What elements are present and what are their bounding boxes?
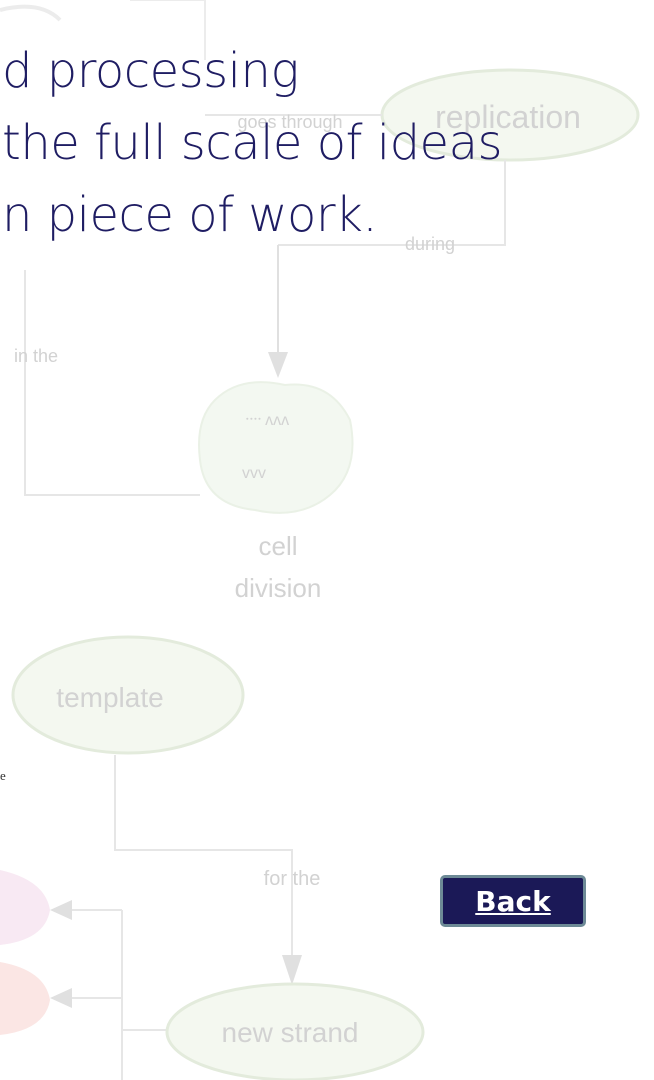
headline-line-3: n piece of work.	[2, 187, 378, 243]
new-strand-label: new strand	[222, 1017, 359, 1048]
back-button[interactable]: Back	[440, 875, 586, 927]
intro-headline: d processing the full scale of ideas n p…	[0, 40, 654, 270]
template-label: template	[56, 682, 163, 713]
for-the-label: for the	[264, 868, 321, 890]
truncated-text-fragment: e	[0, 768, 6, 783]
during-label: during	[405, 234, 455, 254]
replication-label: replication	[435, 99, 581, 135]
svg-text:᠁ ʌʌʌ: ᠁ ʌʌʌ	[242, 412, 289, 429]
headline-line-1: d processing	[2, 43, 299, 99]
in-the-label: in the	[14, 346, 58, 366]
headline-line-2: the full scale of ideas	[2, 115, 503, 171]
division-label: division	[235, 573, 322, 603]
back-button-label: Back	[475, 884, 551, 918]
new-strand-node	[165, 982, 425, 1080]
cell-image	[198, 381, 354, 514]
goes-through-label: goes through	[237, 112, 342, 132]
cell-label: cell	[258, 531, 297, 561]
svg-text:vvv: vvv	[242, 465, 266, 482]
template-node	[11, 635, 245, 755]
